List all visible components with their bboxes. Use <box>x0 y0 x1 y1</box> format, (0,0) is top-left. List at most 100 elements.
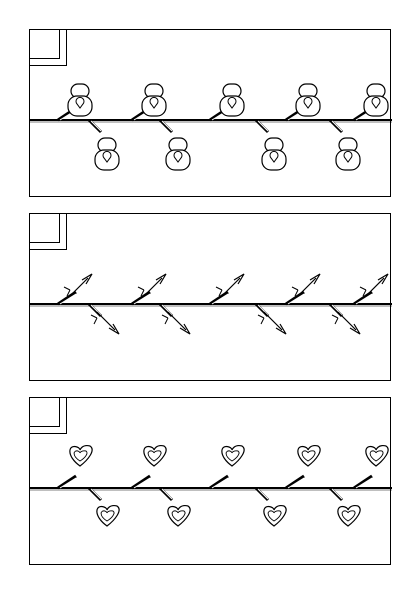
garland-charm-top <box>210 446 244 488</box>
arrow-shaft-icon <box>222 278 240 296</box>
charm-clip <box>210 476 228 488</box>
heart-garland-illustration <box>30 398 392 566</box>
charm-clip <box>286 476 304 488</box>
charm-clip <box>354 292 372 304</box>
garland-charm-top <box>58 274 92 304</box>
snowman-body-icon <box>142 96 166 116</box>
snowman-body-icon <box>166 150 190 170</box>
charm-clip-highlight <box>356 478 372 488</box>
charm-clip-highlight <box>91 305 101 315</box>
arrow-garland-illustration <box>30 214 392 382</box>
charm-clip-highlight <box>258 489 268 499</box>
panel-heart <box>29 397 391 565</box>
garland-charm-top <box>210 84 244 120</box>
garland-charm-top <box>132 274 166 304</box>
snowman-body-icon <box>262 150 286 170</box>
garland-charm-bottom <box>330 304 360 334</box>
arrow-feather-icon <box>162 315 168 324</box>
heart-outer-icon <box>264 506 286 526</box>
arrow-shaft-icon <box>264 312 282 330</box>
charm-clip-highlight <box>258 305 268 315</box>
charm-clip-highlight <box>134 478 150 488</box>
snowman-body-icon <box>95 150 119 170</box>
arrow-shaft-icon <box>70 278 88 296</box>
heart-outer-icon <box>298 446 320 466</box>
snowman-body-icon <box>296 96 320 116</box>
garland-charm-top <box>58 446 92 488</box>
charm-clip <box>132 292 150 304</box>
charm-clip-highlight <box>162 121 172 131</box>
garland-charm-top <box>354 84 388 120</box>
garland-charm-top <box>354 446 388 488</box>
garland-charm-top <box>210 274 244 304</box>
arrow-feather-icon <box>91 315 97 324</box>
charm-clip-highlight <box>60 294 76 304</box>
garland-charm-bottom <box>256 304 286 334</box>
charm-clip-highlight <box>288 478 304 488</box>
garland-charm-top <box>354 274 388 304</box>
garland-charm-bottom <box>160 304 190 334</box>
charm-clip <box>210 292 228 304</box>
arrow-shaft-icon <box>168 312 186 330</box>
garland-charm-bottom <box>330 120 360 170</box>
garland-charm-bottom <box>256 120 286 170</box>
garland-charm-top <box>132 446 166 488</box>
garland-charm-top <box>132 84 166 120</box>
arrow-feather-icon <box>360 287 366 296</box>
garland-charm-bottom <box>160 488 190 526</box>
charm-clip-highlight <box>288 294 304 304</box>
snowman-body-icon <box>364 96 388 116</box>
heart-outer-icon <box>168 506 190 526</box>
arrow-feather-icon <box>258 315 264 324</box>
arrow-feather-icon <box>138 287 144 296</box>
charm-clip <box>132 476 150 488</box>
charm-clip-highlight <box>258 121 268 131</box>
charm-clip-highlight <box>356 294 372 304</box>
charm-clip <box>286 292 304 304</box>
snowman-body-icon <box>336 150 360 170</box>
charm-clip-highlight <box>162 305 172 315</box>
charm-clip-highlight <box>91 121 101 131</box>
snowman-garland-illustration <box>30 30 392 198</box>
charm-clip <box>58 476 76 488</box>
heart-outer-icon <box>338 506 360 526</box>
garland-charm-bottom <box>160 120 190 170</box>
snowman-body-icon <box>220 96 244 116</box>
charm-clip-highlight <box>134 294 150 304</box>
charm-clip-highlight <box>212 294 228 304</box>
charm-clip <box>58 292 76 304</box>
garland-charm-bottom <box>89 488 119 526</box>
snowman-body-icon <box>68 96 92 116</box>
charm-clip-highlight <box>332 121 342 131</box>
charm-clip-highlight <box>91 489 101 499</box>
arrow-shaft-icon <box>338 312 356 330</box>
arrow-feather-icon <box>292 287 298 296</box>
heart-outer-icon <box>144 446 166 466</box>
arrow-shaft-icon <box>298 278 316 296</box>
garland-charm-top <box>286 274 320 304</box>
arrow-feather-icon <box>332 315 338 324</box>
garland-charm-bottom <box>256 488 286 526</box>
heart-outer-icon <box>70 446 92 466</box>
charm-clip-highlight <box>332 305 342 315</box>
panel-snowman <box>29 29 391 197</box>
charm-clip-highlight <box>332 489 342 499</box>
garland-charm-top <box>286 446 320 488</box>
heart-outer-icon <box>366 446 388 466</box>
garland-charm-bottom <box>330 488 360 526</box>
garland-charm-top <box>58 84 92 120</box>
garland-charm-top <box>286 84 320 120</box>
garland-charm-bottom <box>89 304 119 334</box>
panel-arrow <box>29 213 391 381</box>
arrow-shaft-icon <box>366 278 384 296</box>
arrow-feather-icon <box>64 287 70 296</box>
charm-clip-highlight <box>162 489 172 499</box>
charm-clip-highlight <box>212 478 228 488</box>
heart-outer-icon <box>222 446 244 466</box>
charm-clip-highlight <box>60 478 76 488</box>
arrow-feather-icon <box>216 287 222 296</box>
arrow-shaft-icon <box>97 312 115 330</box>
charm-clip <box>354 476 372 488</box>
arrow-shaft-icon <box>144 278 162 296</box>
garland-charm-bottom <box>89 120 119 170</box>
